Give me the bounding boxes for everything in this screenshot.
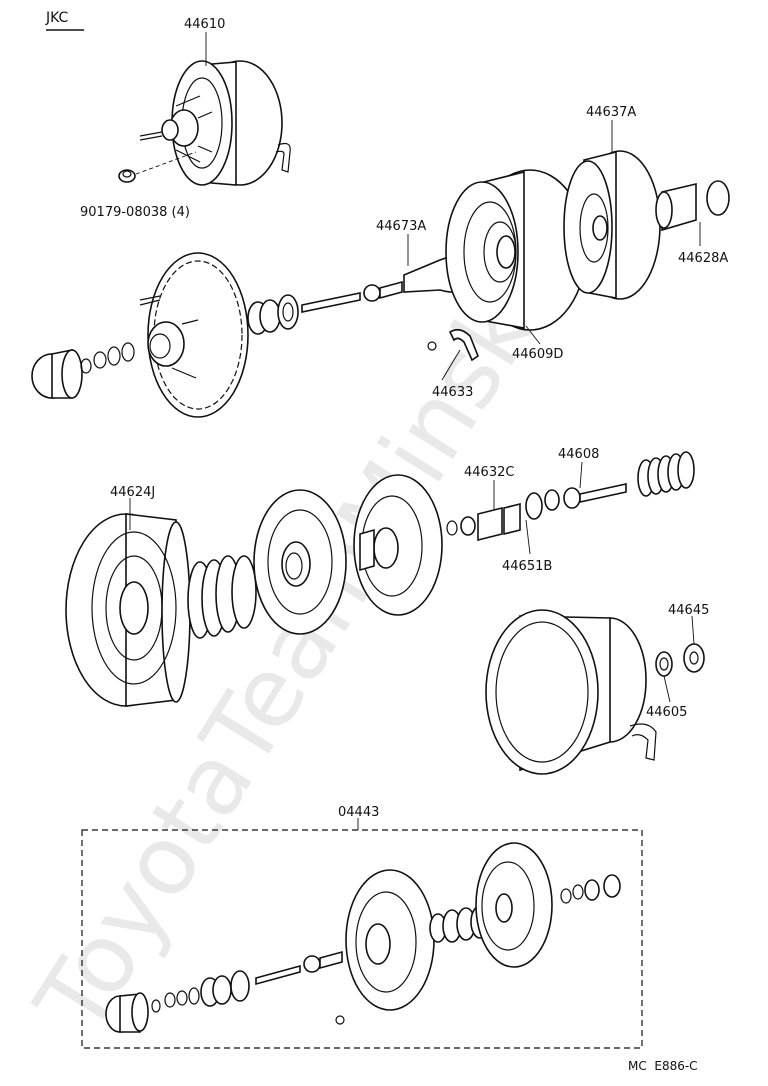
diaphragm-front <box>353 474 443 616</box>
label-44645: 44645 <box>668 603 709 618</box>
seal-44605-washer-44645 <box>655 643 705 677</box>
return-spring <box>637 451 695 497</box>
valve-rod-44608 <box>563 483 627 509</box>
label-44605: 44605 <box>646 705 687 720</box>
rear-shell <box>139 252 249 418</box>
label-44673A: 44673A <box>376 219 426 234</box>
label-44608: 44608 <box>558 447 599 462</box>
seal-and-retainer <box>247 294 299 335</box>
label-04443: 04443 <box>338 805 379 820</box>
label-44632C: 44632C <box>464 465 514 480</box>
front-shell-44624J <box>65 513 191 707</box>
footer-code: MC E886-C <box>628 1059 698 1073</box>
label-90179-08038: 90179-08038 (4) <box>80 205 190 220</box>
spring-stack <box>187 555 257 639</box>
label-44637A: 44637A <box>586 105 636 120</box>
nut-90179 <box>118 151 197 183</box>
label-44624J: 44624J <box>110 485 155 500</box>
key-44633 <box>427 328 479 362</box>
diaphragm-plate-44609D <box>445 169 587 331</box>
kit-parts <box>105 842 621 1033</box>
booster-assembly-44610 <box>139 60 291 186</box>
label-44609D: 44609D <box>512 347 563 362</box>
diaphragm-44637A <box>563 150 661 300</box>
label-44628A: 44628A <box>678 251 728 266</box>
label-44610: 44610 <box>184 17 225 32</box>
label-44651B: 44651B <box>502 559 552 574</box>
label-44633: 44633 <box>432 385 473 400</box>
diaphragm-plate-front <box>253 489 347 635</box>
front-housing <box>485 609 657 775</box>
boot-seal <box>31 342 135 399</box>
kit-box-04443 <box>81 829 643 1049</box>
valve-body-44628A <box>655 180 730 232</box>
header-code: JKC <box>45 10 69 26</box>
valve-parts-44632C-44651B <box>446 489 560 542</box>
leader-lines <box>129 32 701 830</box>
